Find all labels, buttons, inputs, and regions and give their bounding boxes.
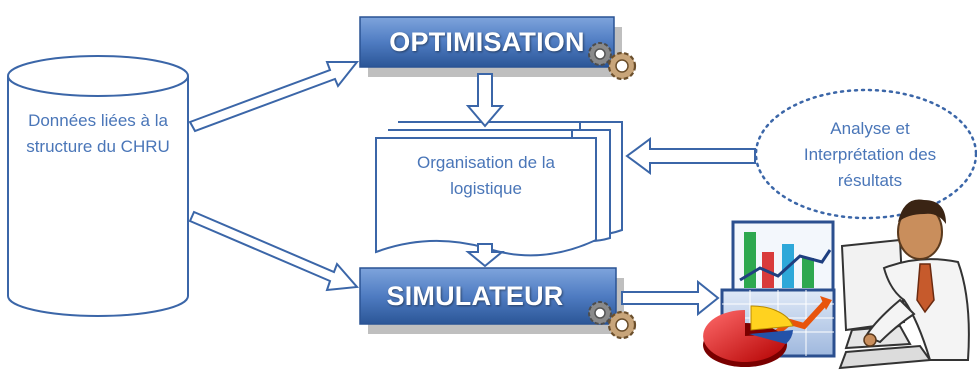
gears-icon [588, 301, 637, 340]
arrow-simulateur-to-charts [621, 279, 720, 317]
simulateur-box [359, 267, 624, 334]
organisation-label: Organisation de la logistique [417, 153, 555, 198]
arrow-optimisation-to-organisation [465, 73, 505, 128]
arrow-db-to-simulateur [188, 210, 360, 292]
gears-icon [588, 42, 637, 81]
database-cylinder [7, 55, 189, 317]
organisation-document [375, 121, 623, 257]
analyse-label: Analyse et Interprétation des résultats [803, 119, 937, 190]
database-label: Données liées à la structure du CHRU [26, 111, 170, 156]
arrow-db-to-optimisation [188, 61, 360, 133]
optimisation-title: OPTIMISATION [389, 26, 585, 57]
analyse-ellipse [754, 88, 977, 220]
person-at-computer-icon [838, 199, 970, 370]
arrow-organisation-to-simulateur [465, 243, 505, 268]
arrow-analyse-to-organisation [625, 137, 756, 175]
charts-clipart-icon [703, 220, 836, 367]
optimisation-box [359, 16, 622, 77]
simulateur-title: SIMULATEUR [386, 280, 564, 311]
